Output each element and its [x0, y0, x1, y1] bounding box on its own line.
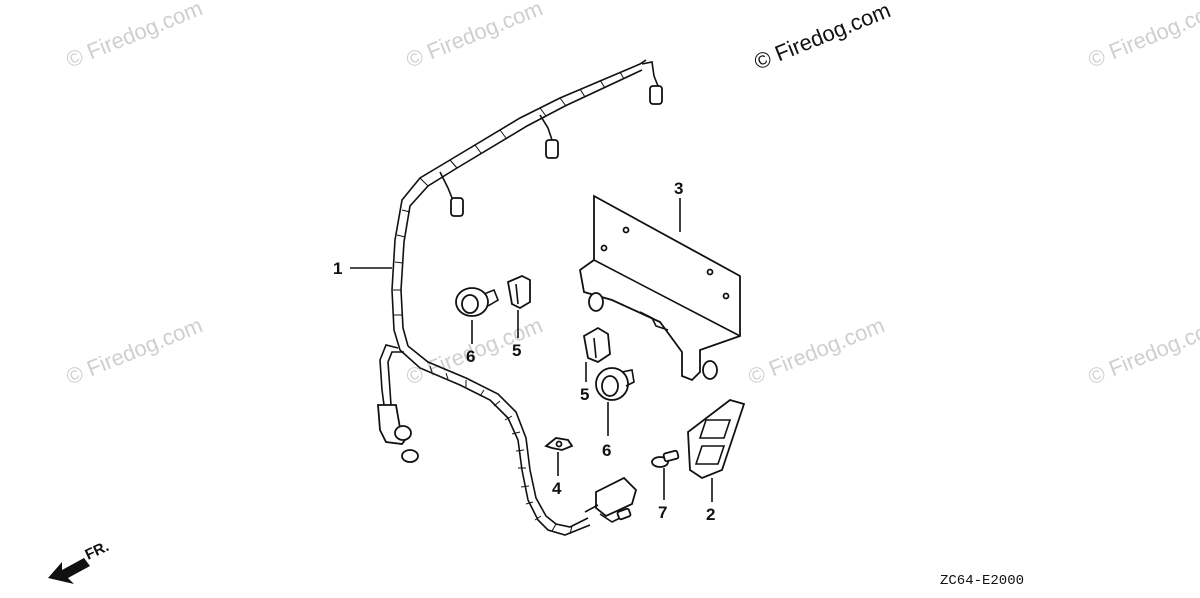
diagram-code: ZC64-E2000 — [940, 573, 1024, 589]
callout-5-lower: 5 — [580, 385, 589, 404]
bolt — [651, 449, 680, 468]
callouts: 1 2 3 4 5 5 6 6 7 — [333, 179, 715, 524]
watermark-4: © Firedog.com — [1085, 0, 1200, 73]
watermarks: © Firedog.com © Firedog.com © Firedog.co… — [63, 0, 1200, 390]
front-arrow-icon — [48, 558, 90, 584]
watermark-7: © Firedog.com — [745, 312, 888, 389]
callout-7: 7 — [658, 503, 667, 522]
callout-4: 4 — [552, 479, 562, 498]
leader-lines — [350, 198, 713, 502]
front-label: FR. — [83, 538, 112, 564]
watermark-1: © Firedog.com — [63, 0, 206, 73]
clip-lower — [583, 326, 611, 364]
watermark-2: © Firedog.com — [403, 0, 546, 73]
callout-6-upper: 6 — [466, 347, 475, 366]
mounting-plate — [579, 194, 741, 382]
callout-6-lower: 6 — [602, 441, 611, 460]
clamp-lower — [595, 367, 635, 401]
clamp-upper — [455, 287, 499, 317]
wire-clip — [544, 437, 574, 451]
front-direction-marker: FR. — [48, 538, 112, 584]
wire-harness — [377, 59, 663, 536]
watermark-5: © Firedog.com — [63, 312, 206, 389]
watermark-3: © Firedog.com — [751, 0, 894, 75]
callout-2: 2 — [706, 505, 715, 524]
callout-3: 3 — [674, 179, 683, 198]
clip-upper — [506, 275, 531, 310]
watermark-8: © Firedog.com — [1085, 312, 1200, 389]
cover-plate — [687, 399, 746, 480]
callout-1: 1 — [333, 259, 342, 278]
callout-5-upper: 5 — [512, 341, 521, 360]
